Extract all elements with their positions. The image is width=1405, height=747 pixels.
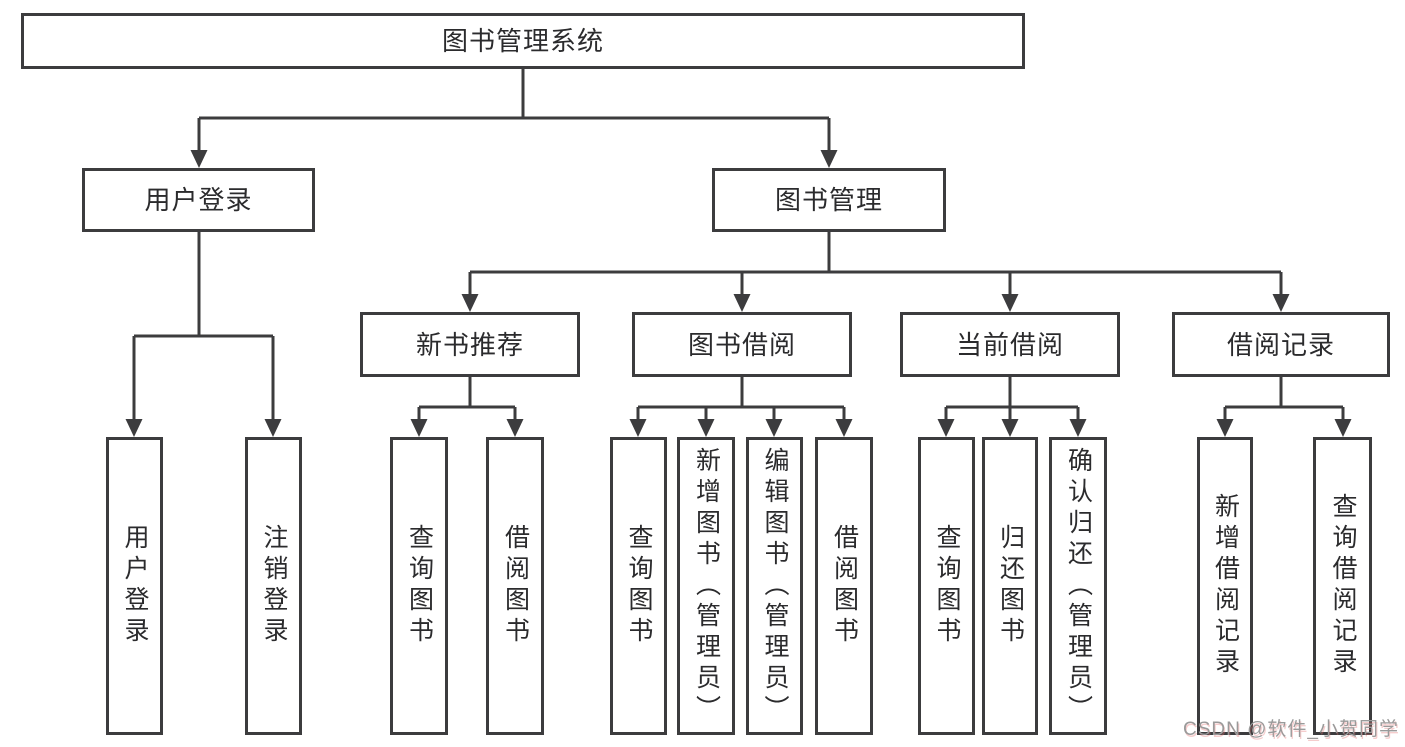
arrow-down-icon — [820, 150, 838, 168]
node-borrowing-records: 借阅记录 — [1172, 312, 1390, 377]
leaf-borrow-books-recommend: 借阅图书 — [486, 437, 544, 735]
node-new-book-recommend: 新书推荐 — [360, 312, 580, 377]
leaf-label: 借阅图书 — [501, 524, 530, 648]
arrow-down-icon — [461, 294, 479, 312]
arrow-down-icon — [1334, 419, 1352, 437]
arrow-down-icon — [1069, 419, 1087, 437]
leaf-borrow-books-borrowing: 借阅图书 — [815, 437, 873, 735]
node-current-borrowing: 当前借阅 — [900, 312, 1120, 377]
arrow-down-icon — [1001, 419, 1019, 437]
arrow-down-icon — [697, 419, 715, 437]
leaf-label: 查询借阅记录 — [1329, 493, 1357, 679]
leaf-label: 编辑图书（管理员） — [761, 446, 789, 726]
arrowhead-icons — [125, 150, 1352, 437]
node-label: 新书推荐 — [415, 329, 524, 360]
leaf-label: 新增借阅记录 — [1211, 493, 1240, 679]
leaf-label: 归还图书 — [996, 524, 1025, 648]
arrow-down-icon — [410, 419, 428, 437]
leaf-query-books-borrowing: 查询图书 — [610, 437, 667, 735]
arrow-down-icon — [190, 150, 208, 168]
leaf-label: 用户登录 — [121, 524, 149, 648]
leaf-user-login: 用户登录 — [106, 437, 163, 735]
leaf-label: 注销登录 — [260, 524, 288, 648]
arrow-down-icon — [125, 419, 143, 437]
arrow-down-icon — [835, 419, 853, 437]
leaf-confirm-return-admin: 确认归还（管理员） — [1049, 437, 1107, 735]
node-library-system: 图书管理系统 — [21, 13, 1025, 69]
node-book-borrowing: 图书借阅 — [632, 312, 852, 377]
leaf-label: 查询图书 — [405, 524, 434, 648]
node-book-management: 图书管理 — [712, 168, 946, 232]
arrow-down-icon — [765, 419, 783, 437]
node-label: 借阅记录 — [1226, 329, 1335, 360]
leaf-label: 借阅图书 — [830, 524, 859, 648]
leaf-query-books-recommend: 查询图书 — [390, 437, 448, 735]
node-label: 当前借阅 — [955, 329, 1064, 360]
leaf-logout: 注销登录 — [245, 437, 302, 735]
watermark: CSDN @软件_小贺同学 — [1183, 719, 1399, 740]
arrow-down-icon — [506, 419, 524, 437]
leaf-label: 确认归还（管理员） — [1064, 446, 1093, 726]
leaf-return-books: 归还图书 — [982, 437, 1038, 735]
leaf-edit-books-admin: 编辑图书（管理员） — [746, 437, 803, 735]
node-label: 图书管理 — [774, 185, 883, 215]
leaf-query-books-current: 查询图书 — [918, 437, 975, 735]
leaf-query-borrow-record: 查询借阅记录 — [1313, 437, 1372, 735]
node-label: 用户登录 — [144, 185, 253, 215]
node-label: 图书管理系统 — [441, 26, 604, 56]
arrow-down-icon — [264, 419, 282, 437]
tree-edges — [132, 69, 1345, 421]
node-user-login: 用户登录 — [82, 168, 315, 232]
arrow-down-icon — [629, 419, 647, 437]
arrow-down-icon — [937, 419, 955, 437]
arrow-down-icon — [1216, 419, 1234, 437]
leaf-label: 新增图书（管理员） — [692, 446, 721, 726]
leaf-label: 查询图书 — [933, 524, 961, 648]
leaf-add-borrow-record: 新增借阅记录 — [1197, 437, 1253, 735]
arrow-down-icon — [733, 294, 751, 312]
arrow-down-icon — [1272, 294, 1290, 312]
leaf-add-books-admin: 新增图书（管理员） — [677, 437, 735, 735]
node-label: 图书借阅 — [687, 329, 796, 360]
leaf-label: 查询图书 — [625, 524, 653, 648]
arrow-down-icon — [1001, 294, 1019, 312]
